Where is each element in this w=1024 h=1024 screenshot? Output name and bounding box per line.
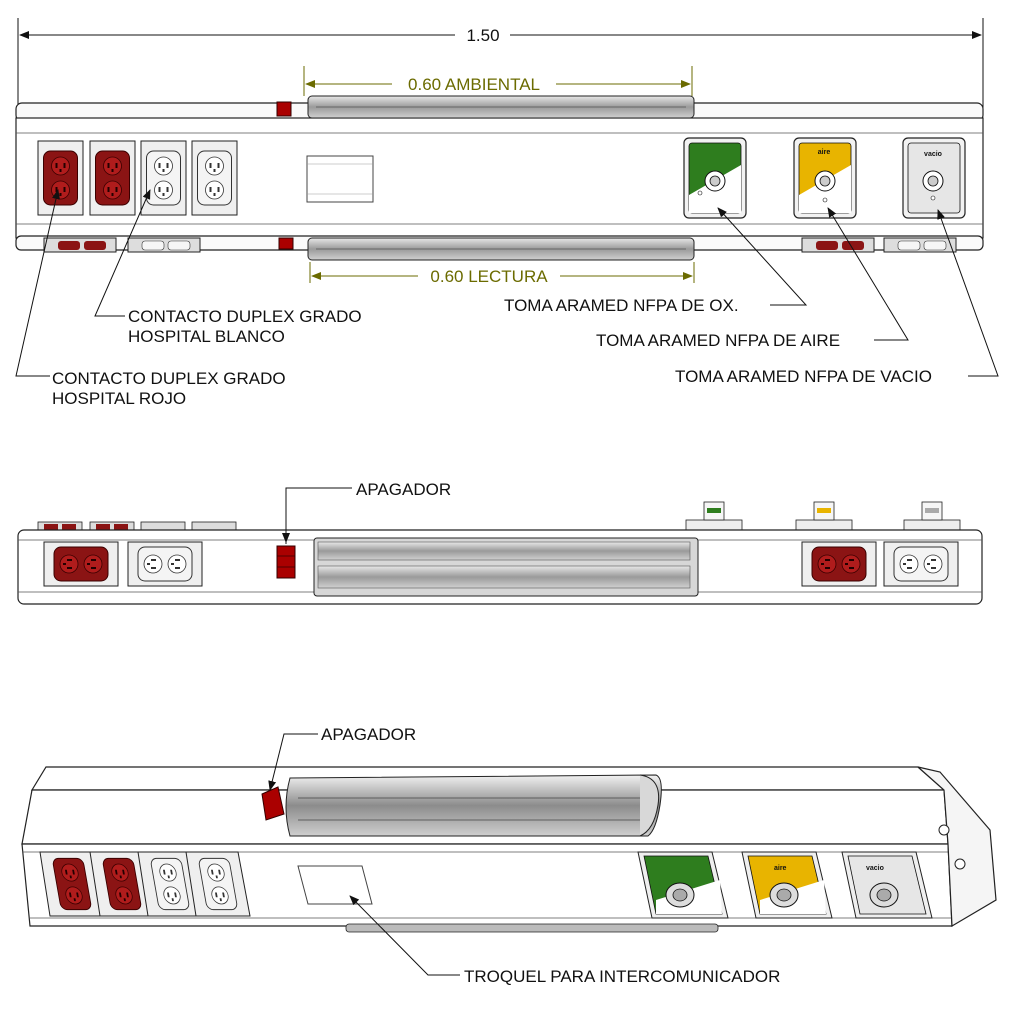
switch-bottom — [278, 237, 294, 250]
label-troquel: TROQUEL PARA INTERCOMUNICADOR — [464, 967, 780, 986]
label-toma-vacio: TOMA ARAMED NFPA DE VACIO — [675, 367, 932, 386]
front-view: 1.50 0.60 AMBIENTAL — [15, 18, 999, 408]
oxygen-outlet — [683, 137, 747, 219]
air-outlet: aire — [793, 137, 857, 219]
ambiental-dimension: 0.60 AMBIENTAL — [408, 75, 540, 94]
label-duplex-rojo-1: CONTACTO DUPLEX GRADO — [52, 369, 286, 388]
bottom-view: APAGADOR — [17, 480, 983, 605]
air-plate-label: aire — [818, 149, 831, 156]
switch-bottom-view — [276, 545, 296, 579]
vacuum-plate-label-iso: vacio — [866, 865, 884, 872]
air-plate-label-iso: aire — [774, 865, 787, 872]
lectura-dimension: 0.60 LECTURA — [430, 267, 548, 286]
vacuum-plate-label: vacio — [924, 151, 942, 158]
label-apagador-side: APAGADOR — [356, 480, 451, 499]
label-duplex-blanco-1: CONTACTO DUPLEX GRADO — [128, 307, 362, 326]
label-apagador-iso: APAGADOR — [321, 725, 416, 744]
overall-dimension: 1.50 — [466, 26, 499, 45]
vacuum-outlet: vacio — [902, 137, 966, 219]
isometric-view: aire vacio APAGADOR TROQUEL PARA INTERCO… — [21, 725, 997, 986]
switch-top — [276, 101, 292, 117]
label-duplex-rojo-2: HOSPITAL ROJO — [52, 389, 186, 408]
label-duplex-blanco-2: HOSPITAL BLANCO — [128, 327, 285, 346]
label-toma-aire: TOMA ARAMED NFPA DE AIRE — [596, 331, 840, 350]
label-toma-ox: TOMA ARAMED NFPA DE OX. — [504, 296, 739, 315]
